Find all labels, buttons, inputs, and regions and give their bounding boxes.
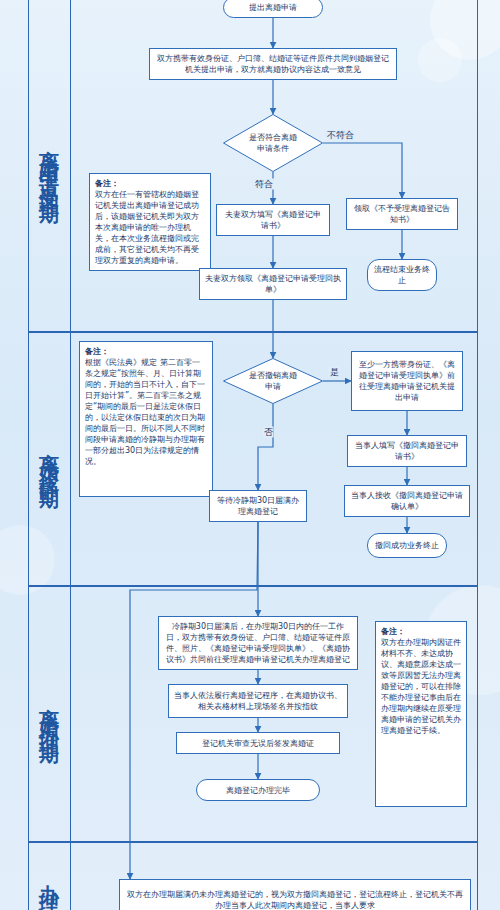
process-box: 当事人填写《撤回离婚登记申请书》 (347, 435, 467, 467)
note-box: 备注：双方在办理期内因证件材料不齐、未达成协议、离婚意愿未达成一致等原因暂无法办… (375, 621, 467, 807)
flow-arrow (258, 404, 273, 490)
process-box: 至少一方携带身份证、《离婚登记申请受理回执单》前往受理离婚申请登记机关提出申请 (351, 351, 463, 411)
note-heading: 备注： (95, 178, 205, 189)
start-terminal: 提出离婚申请 (223, 0, 323, 18)
decision-diamond: 是否撤销离婚申请 (223, 358, 323, 404)
phase-band: 离婚申请受理期 提出离婚申请双方携带有效身份证、户口簿、结婚证等证件原件共同到婚姻… (28, 0, 478, 332)
box-text: 当事人填写《撤回离婚登记申请书》 (353, 440, 461, 462)
phase-label-column: 离婚冷静期 (29, 333, 71, 585)
decision-text: 是否撤销离婚申请 (223, 370, 323, 392)
box-text: 提出离婚申请 (229, 2, 317, 13)
phase-label-column: 离婚申请受理期 (29, 0, 71, 331)
note-body: 根据《民法典》规定 第二百零一条之规定“按照年、月、日计算期间的，开始的当日不计… (85, 357, 207, 467)
decision-text: 是否符合离婚申请条件 (223, 132, 323, 154)
process-box: 夫妻双方领取《离婚登记申请受理回执单》 (199, 268, 347, 300)
process-box: 等待冷静期30日届满办理离婚登记 (209, 490, 307, 522)
flow-arrow (257, 670, 258, 684)
note-box: 备注：根据《民法典》规定 第二百零一条之规定“按照年、月、日计算期间的，开始的当… (79, 341, 213, 497)
diamond-outline (223, 114, 323, 172)
edge-label: 符合 (254, 179, 274, 190)
box-text: 登记机关审查无误后签发离婚证 (182, 738, 334, 749)
end-terminal: 流程结束业务终止 (367, 259, 437, 291)
phase-label: 办理 (39, 869, 61, 887)
flow-arrow (257, 754, 258, 779)
process-box: 当事人依法履行离婚登记程序，在离婚协议书、相关表格材料上现场签名并按指纹 (168, 684, 348, 718)
flow-arrow (272, 80, 273, 114)
flow-arrow (257, 522, 258, 616)
box-text: 等待冷静期30日届满办理离婚登记 (215, 495, 301, 517)
flow-arrow (406, 517, 407, 533)
process-box: 登记机关审查无误后签发离婚证 (176, 732, 340, 754)
box-text: 双方在办理期届满仍未办理离婚登记的，视为双方撤回离婚登记，登记流程终止，登记机关… (125, 889, 465, 910)
decision-diamond: 是否符合离婚申请条件 (223, 114, 323, 172)
box-text: 离婚登记办理完毕 (202, 785, 314, 796)
end-terminal: 离婚登记办理完毕 (196, 779, 320, 801)
note-body: 双方在办理期内因证件材料不齐、未达成协议、离婚意愿未达成一致等原因暂无法办理离婚… (381, 637, 461, 736)
diamond-outline (223, 358, 323, 404)
phase-label-column: 离婚办理期 (29, 587, 71, 841)
edge-label: 否 (263, 427, 274, 438)
flow-arrow (323, 380, 351, 381)
note-heading: 备注： (85, 346, 207, 357)
box-text: 至少一方携带身份证、《离婚登记申请受理回执单》前往受理离婚申请登记机关提出申请 (357, 359, 457, 403)
process-box: 双方携带有效身份证、户口簿、结婚证等证件原件共同到婚姻登记机关提出申请，双方就离… (149, 48, 397, 80)
note-body: 双方在任一有管辖权的婚姻登记机关提出离婚申请登记成功后，该婚姻登记机关即为双方本… (95, 189, 205, 266)
box-text: 当事人接收《撤回离婚登记申请确认单》 (350, 490, 464, 512)
phase-band: 离婚冷静期备注：根据《民法典》规定 第二百零一条之规定“按照年、月、日计算期间的… (28, 332, 478, 586)
diamond-shape (224, 115, 323, 172)
box-text: 夫妻双方填写《离婚登记申请书》 (222, 209, 324, 231)
edge-label: 不符合 (326, 130, 355, 141)
flow-arrow (272, 300, 273, 358)
phase-band: 办理双方在办理期届满仍未办理离婚登记的，视为双方撤回离婚登记，登记流程终止，登记… (28, 842, 478, 910)
flow-arrow (272, 18, 273, 48)
process-box: 领取《不予受理离婚登记告知书》 (346, 198, 458, 230)
box-text: 冷静期30日届满后，在办理期30日内的任一工作日，双方携带有效身份证、户口簿、结… (164, 621, 352, 665)
box-text: 撤回成功业务终止 (373, 540, 441, 551)
process-box: 双方在办理期届满仍未办理离婚登记的，视为双方撤回离婚登记，登记流程终止，登记机关… (119, 879, 471, 910)
note-heading: 备注： (381, 626, 461, 637)
box-text: 双方携带有效身份证、户口簿、结婚证等证件原件共同到婚姻登记机关提出申请，双方就离… (155, 53, 391, 75)
box-text: 流程结束业务终止 (373, 264, 431, 286)
end-terminal: 撤回成功业务终止 (367, 533, 447, 558)
flow-arrow (323, 143, 402, 198)
phase-label-column: 办理 (29, 843, 71, 910)
flow-arrow (406, 467, 407, 485)
flower-blur (418, 38, 462, 82)
flow-arrow (401, 230, 402, 259)
box-text: 夫妻双方领取《离婚登记申请受理回执单》 (205, 273, 341, 295)
flow-arrow (257, 718, 258, 732)
flow-arrow (406, 411, 407, 435)
process-box: 当事人接收《撤回离婚登记申请确认单》 (344, 485, 470, 517)
process-box: 夫妻双方填写《离婚登记申请书》 (216, 204, 330, 236)
phase-band: 离婚办理期 冷静期30日届满后，在办理期30日内的任一工作日，双方携带有效身份证、… (28, 586, 478, 842)
phase-label: 离婚办理期 (39, 692, 61, 737)
diamond-shape (224, 359, 323, 404)
edge-label: 是 (329, 367, 340, 378)
phase-label: 离婚申请受理期 (39, 134, 61, 197)
box-text: 当事人依法履行离婚登记程序，在离婚协议书、相关表格材料上现场签名并按指纹 (174, 690, 342, 712)
flow-arrow (272, 236, 273, 268)
note-box: 备注：双方在任一有管辖权的婚姻登记机关提出离婚申请登记成功后，该婚姻登记机关即为… (89, 173, 211, 271)
box-text: 领取《不予受理离婚登记告知书》 (352, 203, 452, 225)
phase-label: 离婚冷静期 (39, 437, 61, 482)
process-box: 冷静期30日届满后，在办理期30日内的任一工作日，双方携带有效身份证、户口簿、结… (158, 616, 358, 670)
